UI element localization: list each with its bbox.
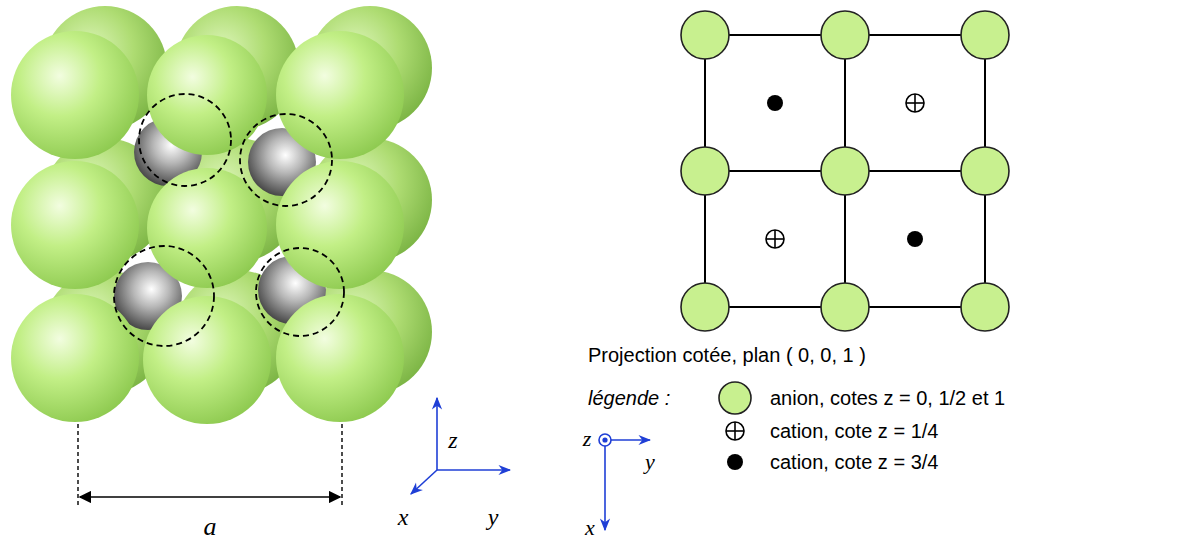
axis-triad xyxy=(411,398,510,494)
legend-swatch xyxy=(715,378,755,418)
legend-text: anion, cotes z = 0, 1/2 et 1 xyxy=(770,387,1005,409)
anion-projection xyxy=(681,11,1009,331)
anion-front-layer xyxy=(11,31,404,424)
legend-heading: légende : xyxy=(588,387,670,409)
axis-label: z xyxy=(448,427,457,453)
axis-label: x xyxy=(585,516,595,540)
axis-label: y xyxy=(488,504,499,530)
axis-triad xyxy=(599,434,650,530)
legend-swatch xyxy=(715,411,755,451)
projection-grid xyxy=(705,35,985,307)
axis-label: x xyxy=(398,504,409,530)
dimension-line xyxy=(78,424,342,506)
axis-label: z xyxy=(583,427,592,451)
legend-text: cation, cote z = 1/4 xyxy=(770,420,938,442)
legend-swatch xyxy=(715,442,755,482)
cation-projection xyxy=(766,94,924,248)
dashed-outline xyxy=(114,94,344,346)
axis-label: y xyxy=(645,450,655,474)
projection-caption: Projection cotée, plan ( 0, 0, 1 ) xyxy=(588,344,866,366)
legend-text: cation, cote z = 3/4 xyxy=(770,451,938,473)
dimension-label: a xyxy=(204,513,217,542)
